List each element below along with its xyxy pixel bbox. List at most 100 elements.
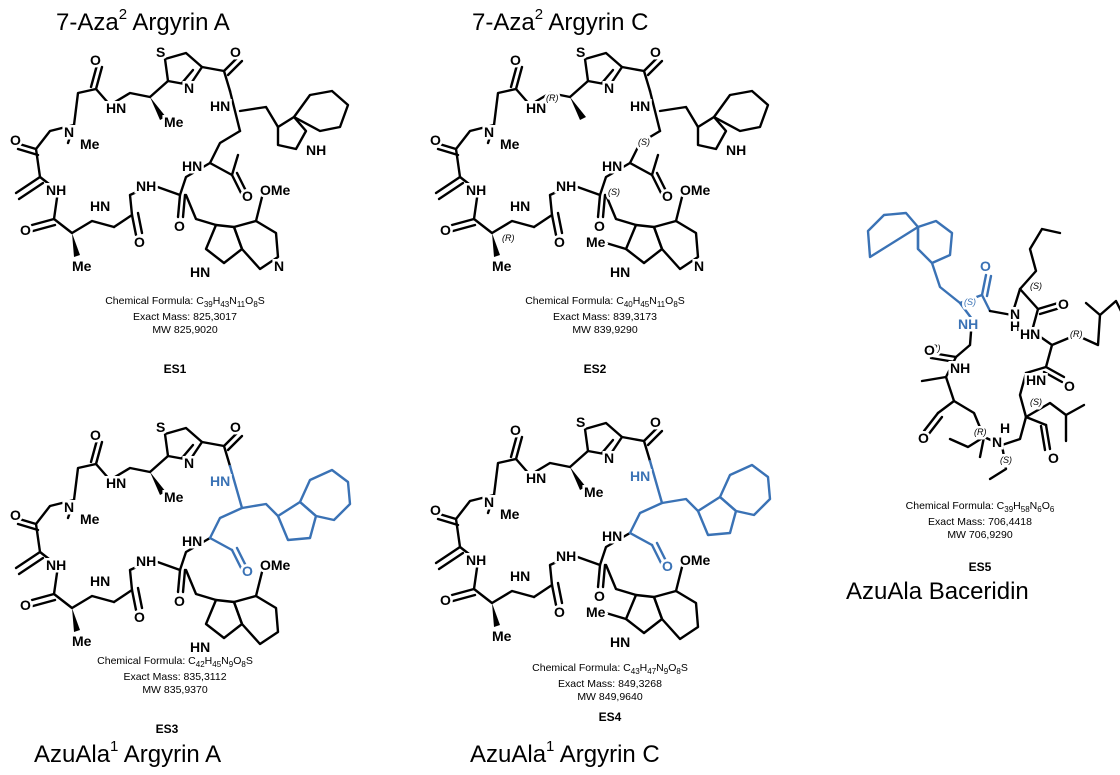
title-text: 7-Aza <box>472 9 535 36</box>
svg-text:HN: HN <box>210 473 230 489</box>
svg-text:HN: HN <box>630 468 650 484</box>
svg-text:NH: NH <box>466 552 486 568</box>
compound-properties: Chemical Formula: C42H45N9O8S Exact Mass… <box>30 655 320 697</box>
compound-title: 7-Aza2 Argyrin C <box>472 6 649 37</box>
svg-text:O: O <box>662 558 673 574</box>
svg-text:Me: Me <box>72 258 92 274</box>
svg-text:NH: NH <box>46 182 66 198</box>
svg-text:N: N <box>484 124 494 140</box>
compound-panel-es2: 7-Aza2 Argyrin C O S N O HN (R <box>420 0 780 390</box>
svg-text:HN: HN <box>602 158 622 174</box>
svg-text:NH: NH <box>950 360 970 376</box>
svg-text:HN: HN <box>630 98 650 114</box>
svg-text:NH: NH <box>306 142 326 158</box>
title-text: AzuAla Baceridin <box>846 578 1029 605</box>
compound-code: ES2 <box>583 362 607 376</box>
svg-text:O: O <box>594 588 605 604</box>
svg-text:H: H <box>1010 318 1020 334</box>
svg-text:HN: HN <box>610 264 630 280</box>
exact-mass: Exact Mass: 706,4418 <box>928 516 1032 529</box>
svg-text:Me: Me <box>164 114 184 130</box>
title-text-rest: Argyrin A <box>118 741 222 768</box>
formula-value: C39H58N6O6 <box>996 500 1055 515</box>
title-superscript: 2 <box>534 6 544 23</box>
svg-text:(S): (S) <box>1030 397 1042 407</box>
exact-mass: Exact Mass: 849,3268 <box>558 678 662 691</box>
structure-es2: O S N O HN (R) HN (S) N Me O NH HN (R) N… <box>428 42 770 283</box>
title-text-rest: Argyrin C <box>543 9 649 36</box>
svg-text:O: O <box>174 218 185 234</box>
svg-text:O: O <box>134 609 145 625</box>
svg-text:N: N <box>484 494 494 510</box>
svg-text:O: O <box>10 132 21 148</box>
svg-text:O: O <box>1048 450 1059 466</box>
svg-text:OMe: OMe <box>260 557 291 573</box>
svg-text:(R): (R) <box>974 427 987 437</box>
molecular-weight: MW 849,9640 <box>577 691 643 704</box>
svg-text:O: O <box>174 593 185 609</box>
svg-text:O: O <box>242 188 253 204</box>
svg-text:O: O <box>510 52 521 68</box>
svg-text:N: N <box>64 124 74 140</box>
svg-text:N: N <box>1010 306 1020 322</box>
compound-properties: Chemical Formula: C39H43N11O8S Exact Mas… <box>40 295 330 337</box>
svg-text:(R): (R) <box>1070 329 1083 339</box>
svg-text:O: O <box>90 52 101 68</box>
compound-panel-es1: 7-Aza2 Argyrin A O S <box>0 0 360 390</box>
svg-text:O: O <box>90 427 101 443</box>
compound-title: 7-Aza2 Argyrin A <box>56 6 230 37</box>
svg-text:S: S <box>156 419 165 435</box>
compound-code: ES1 <box>163 362 187 376</box>
svg-text:N: N <box>694 258 704 274</box>
chemical-formula: Chemical Formula: C42H45N9O8S <box>97 655 253 670</box>
compound-properties: Chemical Formula: C39H58N6O6 Exact Mass:… <box>860 500 1100 542</box>
svg-text:N: N <box>604 450 614 466</box>
title-superscript: 1 <box>110 738 119 755</box>
svg-text:Me: Me <box>164 489 184 505</box>
svg-text:NH: NH <box>556 178 576 194</box>
svg-text:HN: HN <box>182 158 202 174</box>
compound-code: ES3 <box>155 722 179 736</box>
svg-text:O: O <box>230 44 241 60</box>
svg-text:(S): (S) <box>1030 281 1042 291</box>
svg-text:S: S <box>156 44 165 60</box>
molecular-weight: MW 825,9020 <box>152 324 218 337</box>
svg-text:O: O <box>650 44 661 60</box>
svg-text:NH: NH <box>466 182 486 198</box>
formula-value: C42H45N9O8S <box>188 655 253 670</box>
chemical-formula: Chemical Formula: C43H47N9O8S <box>532 662 688 677</box>
svg-text:(R): (R) <box>928 343 941 353</box>
compound-panel-es4: O S N O HN HN N Me Me O NH HN NH HN O O … <box>420 400 780 775</box>
structure-es5: NH O (S) N H (S) O HN (R) O HN (S) O H N… <box>866 211 1120 481</box>
svg-text:Me: Me <box>500 506 520 522</box>
svg-text:Me: Me <box>492 628 512 644</box>
svg-text:NH: NH <box>46 557 66 573</box>
svg-text:O: O <box>918 430 929 446</box>
compound-title: AzuAla1 Argyrin A <box>34 738 222 769</box>
svg-text:NH: NH <box>136 178 156 194</box>
svg-text:S: S <box>576 44 585 60</box>
svg-text:O: O <box>662 188 673 204</box>
svg-text:O: O <box>134 234 145 250</box>
svg-text:Me: Me <box>80 136 100 152</box>
svg-text:O: O <box>440 222 451 238</box>
svg-text:O: O <box>10 507 21 523</box>
svg-text:(R): (R) <box>502 233 515 243</box>
svg-text:(S): (S) <box>1000 455 1012 465</box>
svg-text:O: O <box>242 563 253 579</box>
svg-text:(R): (R) <box>546 93 559 103</box>
svg-text:O: O <box>1058 296 1069 312</box>
svg-text:N: N <box>64 499 74 515</box>
svg-text:O: O <box>554 604 565 620</box>
svg-text:O: O <box>440 592 451 608</box>
svg-text:O: O <box>430 502 441 518</box>
title-text: 7-Aza <box>56 9 119 36</box>
svg-text:HN: HN <box>1026 372 1046 388</box>
exact-mass: Exact Mass: 825,3017 <box>133 311 237 324</box>
svg-text:S: S <box>576 414 585 430</box>
svg-text:O: O <box>594 218 605 234</box>
svg-text:(S): (S) <box>964 297 976 307</box>
svg-text:O: O <box>924 342 935 358</box>
title-text-rest: Argyrin C <box>554 741 660 768</box>
svg-text:HN: HN <box>510 198 530 214</box>
